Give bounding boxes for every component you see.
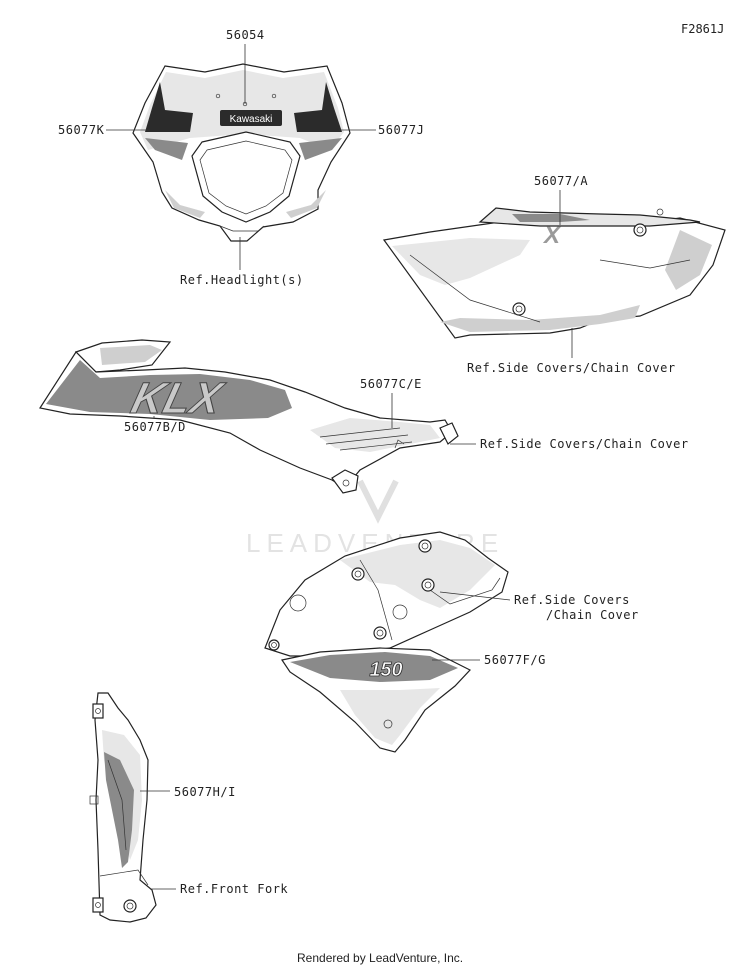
right-side-cover-part: 150 <box>264 531 509 753</box>
displacement-decal-text: 150 <box>369 659 402 681</box>
callout-56077BD-label: 56077B/D <box>124 420 186 434</box>
ref-headlight-label: Ref.Headlight(s) <box>180 273 304 287</box>
callout-56077CE: 56077C/E <box>360 377 422 428</box>
brand-logo-text: Kawasaki <box>230 114 273 125</box>
left-side-cover-part: KLX <box>39 339 459 494</box>
decal-56077C <box>310 418 440 452</box>
callout-56077FG-label: 56077F/G <box>484 653 546 667</box>
callout-56077K-label: 56077K <box>58 123 105 137</box>
ref-side-covers-2: Ref.Side Covers/Chain Cover <box>450 437 689 451</box>
callout-56077A-label: 56077/A <box>534 174 588 188</box>
figure-code: F2861J <box>681 22 724 36</box>
headlight-plate-part: Kawasaki <box>132 63 351 242</box>
ref-side-covers-1: Ref.Side Covers/Chain Cover <box>467 328 676 375</box>
rear-side-cover-part: X <box>382 207 726 339</box>
decal-56077J <box>294 82 342 132</box>
callout-56077K: 56077K <box>58 123 150 137</box>
ref-side-covers-2-label: Ref.Side Covers/Chain Cover <box>480 437 689 451</box>
callout-56077HI: 56077H/I <box>140 785 236 799</box>
ref-front-fork-label: Ref.Front Fork <box>180 882 288 896</box>
decal-56077H <box>104 752 134 868</box>
callout-56077HI-label: 56077H/I <box>174 785 236 799</box>
ref-side-covers-3-line1: Ref.Side Covers <box>514 593 630 607</box>
klx-decal-text: KLX <box>127 375 230 423</box>
footer-credit: Rendered by LeadVenture, Inc. <box>297 951 463 965</box>
rear-x-decal-text: X <box>542 222 562 249</box>
decal-56077B <box>46 360 292 420</box>
callout-56077FG: 56077F/G <box>432 653 546 667</box>
ref-front-fork: Ref.Front Fork <box>150 882 288 896</box>
ref-side-covers-3: Ref.Side Covers /Chain Cover <box>439 591 639 622</box>
callout-56077A: 56077/A <box>534 174 588 225</box>
ref-side-covers-3-line2: /Chain Cover <box>546 608 639 622</box>
front-fork-guard-part <box>89 692 157 923</box>
decal-56077K <box>145 82 193 132</box>
callout-56077BD: 56077B/D <box>124 416 186 434</box>
callout-56054-label: 56054 <box>226 28 265 42</box>
ref-headlight: Ref.Headlight(s) <box>180 237 304 287</box>
callout-56077J-label: 56077J <box>378 123 424 137</box>
callout-56054: 56054 <box>226 28 265 104</box>
callout-56077CE-label: 56077C/E <box>360 377 422 391</box>
ref-side-covers-1-label: Ref.Side Covers/Chain Cover <box>467 361 676 375</box>
callout-56077J: 56077J <box>339 123 424 137</box>
